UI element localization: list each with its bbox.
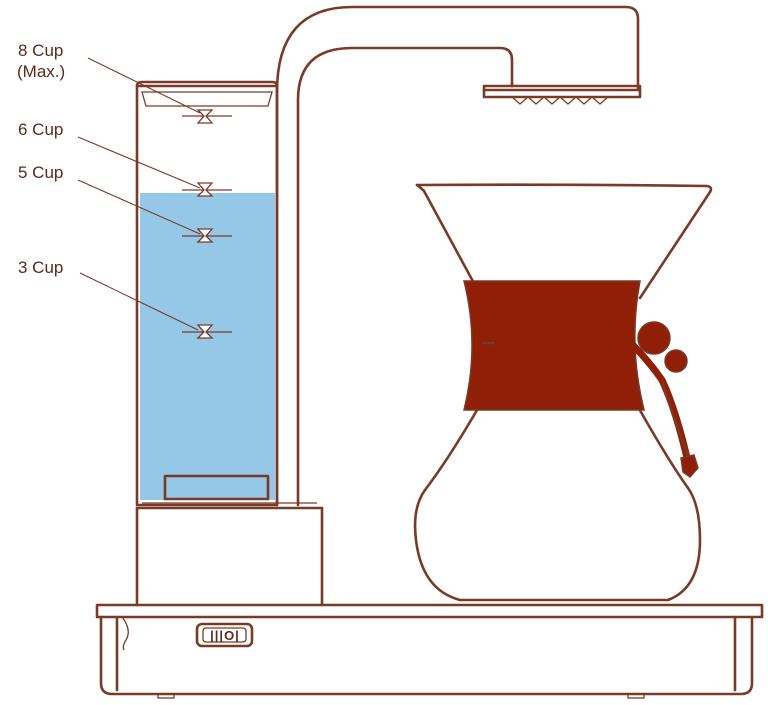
level-markers [182, 109, 232, 339]
power-switch-icon: |||O| [210, 628, 240, 643]
marker-3-cup [182, 324, 232, 339]
marker-8-cup [182, 109, 232, 124]
label-8-cup-max: (Max.) [17, 62, 65, 81]
spout-arm [275, 5, 640, 507]
marker-5-cup [182, 228, 232, 243]
leader-lines [77, 57, 201, 331]
label-8-cup: 8 Cup [18, 41, 63, 60]
label-3-cup: 3 Cup [18, 258, 63, 277]
water-reservoir [135, 80, 279, 507]
marker-6-cup [182, 182, 232, 197]
leather-tie [626, 321, 699, 479]
machine-pedestal [135, 502, 324, 607]
label-6-cup: 6 Cup [18, 120, 63, 139]
carafe [413, 183, 713, 602]
wood-collar [463, 280, 645, 411]
power-switch[interactable]: |||O| [195, 622, 254, 648]
base-tray [95, 603, 764, 699]
shower-head [482, 84, 642, 105]
water [140, 193, 275, 500]
level-labels: 8 Cup (Max.) 6 Cup 5 Cup 3 Cup [17, 41, 65, 277]
label-5-cup: 5 Cup [18, 163, 63, 182]
